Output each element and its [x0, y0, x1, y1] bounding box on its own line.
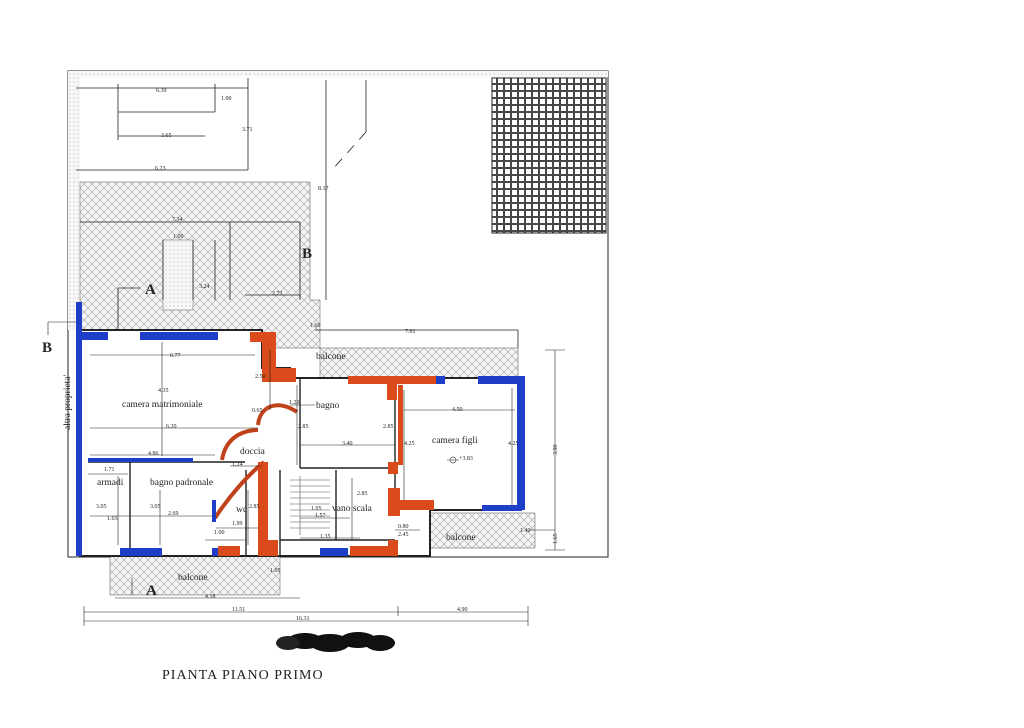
- room-labels: camera matrimoniale bagno camera figli d…: [97, 352, 478, 583]
- dim-label: 7.61: [405, 329, 416, 335]
- dim-label: 4.25: [404, 441, 415, 447]
- dim-label: 6.39: [156, 88, 167, 94]
- room-wc: wc: [236, 505, 247, 515]
- room-balcone-bottom: balcone: [178, 573, 208, 583]
- dimension-lines: [47, 321, 565, 626]
- room-balcone-right: balcone: [446, 533, 476, 543]
- dim-label: 1.20: [289, 400, 300, 406]
- dim-label: 0.65: [252, 408, 263, 414]
- section-mark-b-right: B: [302, 246, 312, 262]
- dim-label: 6.23: [155, 166, 166, 172]
- dim-label: 0.80: [398, 524, 409, 530]
- redacted-mark: [276, 632, 395, 652]
- dim-label: 1.71: [104, 467, 115, 473]
- dim-label: 1.05: [311, 506, 322, 512]
- dim-label: 4.25: [508, 441, 519, 447]
- dim-label: 16.31: [296, 616, 310, 622]
- dim-label: 2.72: [272, 291, 283, 297]
- dim-label: 3.05: [96, 504, 107, 510]
- plan-title: PIANTA PIANO PRIMO: [162, 668, 324, 683]
- dim-label: 1.24: [232, 462, 243, 468]
- section-markers: A A B B: [42, 246, 312, 599]
- room-camera-figli: camera figli: [432, 435, 478, 446]
- dim-label: 1.69: [310, 323, 321, 329]
- dim-label: 11.51: [232, 607, 245, 613]
- dim-label: 1.65: [553, 534, 559, 545]
- dim-label: 2.85: [383, 424, 394, 430]
- dim-label: 1.57: [315, 513, 326, 519]
- room-vano-scala: vano scala: [332, 504, 373, 514]
- new-walls: [218, 332, 436, 556]
- room-doccia: doccia: [240, 447, 266, 457]
- dim-label: 6.20: [166, 424, 177, 430]
- section-mark-a-bottom: A: [146, 583, 157, 599]
- dim-label: 3.90: [553, 445, 559, 456]
- dim-label: 8.17: [318, 186, 329, 192]
- level-mark: +3.83: [447, 456, 473, 464]
- level-mark-text: +3.83: [459, 456, 473, 462]
- dim-label: 1.35: [320, 534, 331, 540]
- dim-label: 1.05: [270, 568, 281, 574]
- section-mark-b-left: B: [42, 340, 52, 356]
- dim-label: 2.85: [298, 424, 309, 430]
- dim-label: 4.18: [205, 594, 216, 600]
- room-bagno-padronale: bagno padronale: [150, 478, 213, 488]
- dim-label: 1.99: [232, 521, 243, 527]
- dim-label: 2.69: [168, 511, 179, 517]
- dim-label: 2.85: [249, 504, 260, 510]
- neighbor-property-label: altra proprieta': [63, 374, 73, 430]
- room-armadi: armadi: [97, 478, 124, 488]
- upper-construction-lines: [76, 78, 519, 348]
- dim-label: 1.65: [107, 516, 118, 522]
- dim-label: 4.90: [457, 607, 468, 613]
- dim-label: 3.24: [199, 284, 210, 290]
- dim-label: 7.34: [172, 217, 183, 223]
- dim-label: 2.50: [255, 374, 266, 380]
- dim-label: 4.35: [158, 388, 169, 394]
- dim-label: 4.50: [452, 407, 463, 413]
- dim-label: 1.00: [221, 96, 232, 102]
- dim-label: 3.05: [150, 504, 161, 510]
- section-mark-a-top: A: [145, 282, 156, 298]
- dim-label: 2.85: [357, 491, 368, 497]
- dim-label: 4.86: [148, 451, 159, 457]
- dim-label: 3.40: [342, 441, 353, 447]
- dim-label: 3.65: [161, 133, 172, 139]
- room-balcone-top: balcone: [316, 352, 346, 362]
- dim-label: 6.77: [170, 353, 181, 359]
- dimension-labels: 6.39 1.00 3.65 3.71 6.23 8.17 7.34 1.00 …: [96, 88, 559, 622]
- dim-label: 1.00: [173, 234, 184, 240]
- room-camera-matrimoniale: camera matrimoniale: [122, 400, 202, 410]
- room-bagno: bagno: [316, 401, 339, 411]
- dim-label: 1.00: [214, 530, 225, 536]
- dim-label: 3.71: [242, 127, 253, 133]
- dim-label: 2.45: [398, 532, 409, 538]
- dim-label: 1.40: [520, 528, 531, 534]
